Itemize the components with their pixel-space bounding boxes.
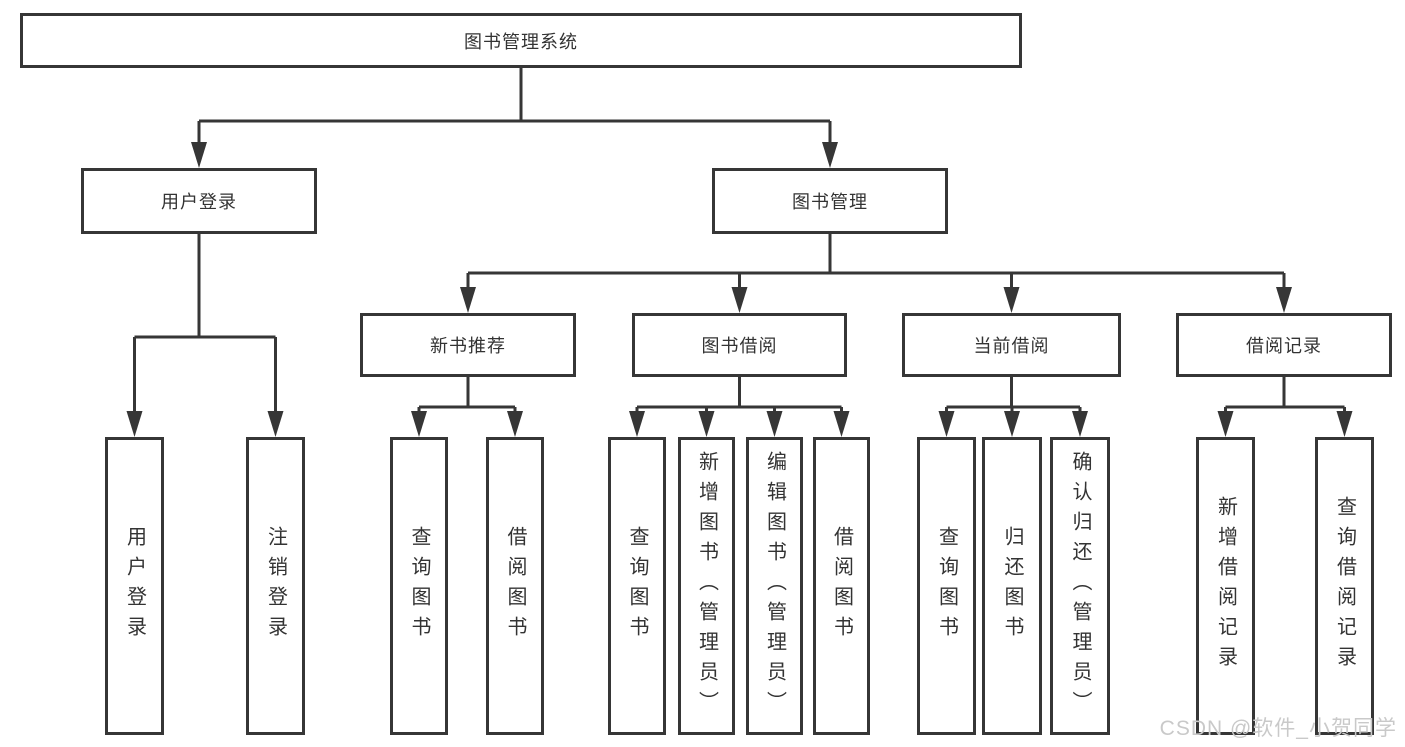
node-current-borrow: 当前借阅 — [902, 313, 1121, 377]
leaf-cb-confirm-return-admin-label: 确认归还（管理员） — [1069, 451, 1091, 721]
leaf-nb-borrow-books: 借阅图书 — [486, 437, 544, 735]
node-book-borrow-label: 图书借阅 — [701, 336, 778, 356]
node-root-label: 图书管理系统 — [464, 31, 578, 52]
leaf-nb-query-books: 查询图书 — [390, 437, 448, 735]
leaf-nb-borrow-books-label: 借阅图书 — [504, 526, 526, 646]
node-book-management: 图书管理 — [712, 168, 948, 234]
leaf-user-login-label: 用户登录 — [123, 526, 146, 646]
node-book-borrow: 图书借阅 — [632, 313, 847, 377]
node-borrow-records: 借阅记录 — [1176, 313, 1392, 377]
leaf-bb-add-books-admin: 新增图书（管理员） — [678, 437, 735, 735]
leaf-nb-query-books-label: 查询图书 — [408, 526, 430, 646]
leaf-bb-query-books: 查询图书 — [608, 437, 666, 735]
node-new-book-recommend: 新书推荐 — [360, 313, 576, 377]
leaf-logout-label: 注销登录 — [264, 526, 287, 646]
leaf-bb-borrow-books: 借阅图书 — [813, 437, 870, 735]
node-new-book-recommend-label: 新书推荐 — [430, 336, 506, 356]
node-user-login: 用户登录 — [81, 168, 317, 234]
leaf-cb-query-books: 查询图书 — [917, 437, 976, 735]
leaf-cb-return-books: 归还图书 — [982, 437, 1042, 735]
leaf-cb-confirm-return-admin: 确认归还（管理员） — [1050, 437, 1110, 735]
leaf-logout: 注销登录 — [246, 437, 305, 735]
leaf-cb-query-books-label: 查询图书 — [935, 526, 958, 646]
node-borrow-records-label: 借阅记录 — [1246, 336, 1322, 356]
leaf-bb-query-books-label: 查询图书 — [626, 526, 648, 646]
leaf-bb-edit-books-admin-label: 编辑图书（管理员） — [763, 451, 786, 721]
leaf-bb-edit-books-admin: 编辑图书（管理员） — [746, 437, 803, 735]
leaf-bb-borrow-books-label: 借阅图书 — [830, 526, 853, 646]
node-current-borrow-label: 当前借阅 — [973, 336, 1050, 356]
node-user-login-label: 用户登录 — [161, 192, 237, 212]
leaf-user-login: 用户登录 — [105, 437, 164, 735]
node-root: 图书管理系统 — [20, 13, 1022, 68]
leaf-br-add-record-label: 新增借阅记录 — [1214, 496, 1237, 676]
leaf-br-query-record: 查询借阅记录 — [1315, 437, 1374, 735]
leaf-br-add-record: 新增借阅记录 — [1196, 437, 1255, 735]
leaf-br-query-record-label: 查询借阅记录 — [1333, 496, 1356, 676]
csdn-watermark: CSDN @软件_小贺同学 — [1159, 717, 1397, 740]
leaf-cb-return-books-label: 归还图书 — [1001, 526, 1023, 646]
node-book-management-label: 图书管理 — [792, 192, 868, 212]
leaf-bb-add-books-admin-label: 新增图书（管理员） — [695, 451, 718, 721]
